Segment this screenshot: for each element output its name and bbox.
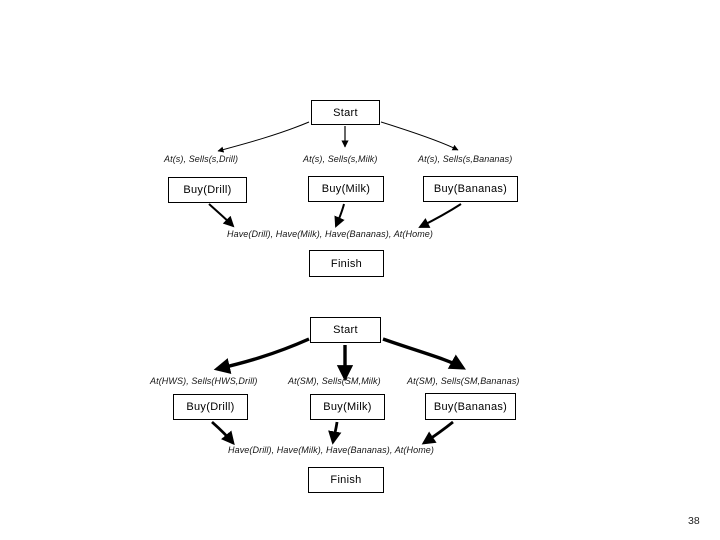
top-finish-precondition: Have(Drill), Have(Milk), Have(Bananas), … [227, 229, 434, 239]
bottom-buy-drill-label: Buy(Drill) [186, 401, 235, 413]
bottom-action-buy-milk: Buy(Milk) [310, 394, 385, 420]
top-precondition-bananas: At(s), Sells(s,Bananas) [418, 154, 513, 164]
arrow-top-start-to-drill [217, 121, 310, 153]
top-finish-node: Finish [309, 250, 384, 277]
top-start-node: Start [311, 100, 380, 125]
arrow-bottom-start-to-drill [213, 337, 310, 375]
top-buy-drill-label: Buy(Drill) [183, 184, 232, 196]
top-action-buy-bananas: Buy(Bananas) [423, 176, 518, 202]
arrow-bottom-start-to-bananas [382, 337, 466, 370]
top-precondition-milk: At(s), Sells(s,Milk) [303, 154, 378, 164]
page-number: 38 [688, 515, 700, 527]
arrow-top-drill-to-finish [208, 203, 235, 228]
bottom-precondition-bananas: At(SM), Sells(SM,Bananas) [407, 376, 520, 386]
top-start-label: Start [333, 106, 358, 119]
bottom-action-buy-bananas: Buy(Bananas) [425, 393, 516, 420]
bottom-finish-node: Finish [308, 467, 384, 493]
bottom-buy-bananas-label: Buy(Bananas) [433, 400, 508, 413]
arrow-bottom-drill-to-finish [211, 420, 235, 446]
bottom-precondition-milk: At(SM), Sells(SM,Milk) [288, 376, 381, 386]
arrow-top-bananas-to-finish [418, 203, 462, 228]
top-finish-label: Finish [330, 257, 363, 270]
top-action-buy-milk: Buy(Milk) [308, 176, 384, 202]
bottom-finish-label: Finish [330, 474, 362, 486]
bottom-finish-precondition: Have(Drill), Have(Milk), Have(Bananas), … [228, 445, 435, 455]
arrow-top-milk-to-finish [334, 203, 345, 228]
top-buy-bananas-label: Buy(Bananas) [433, 183, 508, 195]
bottom-action-buy-drill: Buy(Drill) [173, 394, 248, 420]
arrow-bottom-milk-to-finish [328, 421, 342, 445]
bottom-buy-milk-label: Buy(Milk) [323, 401, 372, 413]
bottom-precondition-drill: At(HWS), Sells(HWS,Drill) [150, 376, 258, 386]
arrow-top-start-to-bananas [380, 121, 459, 151]
bottom-start-node: Start [310, 317, 381, 343]
bottom-start-label: Start [333, 324, 358, 336]
arrow-bottom-bananas-to-finish [421, 420, 454, 445]
top-action-buy-drill: Buy(Drill) [168, 177, 247, 203]
top-precondition-drill: At(s), Sells(s,Drill) [164, 154, 239, 164]
top-buy-milk-label: Buy(Milk) [321, 183, 371, 195]
